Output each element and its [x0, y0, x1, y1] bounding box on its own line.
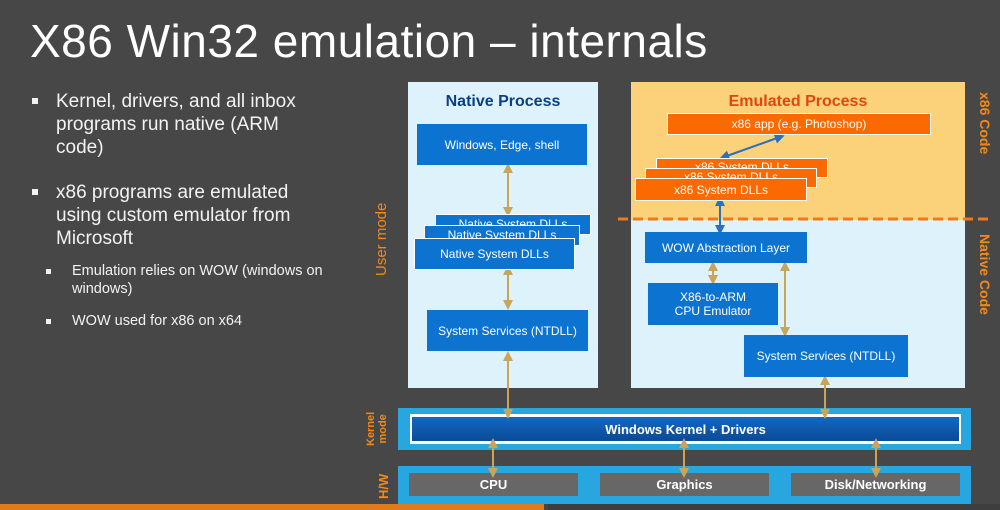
- kernel-mode-label: Kernel mode: [365, 411, 389, 446]
- bottom-track: [548, 504, 1000, 510]
- x86-app-box: x86 app (e.g. Photoshop): [667, 113, 931, 135]
- hw-graphics-box: Graphics: [600, 473, 769, 496]
- bottom-accent-bar: [0, 504, 544, 510]
- user-mode-label: User mode: [373, 202, 390, 276]
- cpu-emulator-box: X86-to-ARM CPU Emulator: [648, 283, 778, 325]
- windows-kernel-box: Windows Kernel + Drivers: [412, 417, 959, 441]
- emulated-process-title: Emulated Process: [728, 93, 868, 110]
- slide-title: X86 Win32 emulation – internals: [30, 15, 708, 67]
- wow-abstraction-layer-box: WOW Abstraction Layer: [645, 232, 807, 263]
- cpu-emulator-line2: CPU Emulator: [674, 304, 752, 318]
- bullet-x86-emulated: x86 programs are emulated using custom e…: [30, 181, 330, 250]
- hw-label: H/W: [376, 473, 391, 499]
- native-code-label: Native Code: [977, 234, 993, 315]
- cpu-emulator-line1: X86-to-ARM: [679, 290, 747, 304]
- native-process-title: Native Process: [445, 93, 561, 110]
- sub-bullet-wow-x64: WOW used for x86 on x64: [30, 312, 330, 330]
- bullet-kernel-native: Kernel, drivers, and all inbox programs …: [30, 90, 330, 159]
- x86-dll-layer-front: x86 System DLLs: [635, 178, 807, 201]
- windows-edge-shell-box: Windows, Edge, shell: [417, 124, 587, 165]
- emulated-system-services-box: System Services (NTDLL): [744, 335, 908, 377]
- bullet-list: Kernel, drivers, and all inbox programs …: [30, 90, 330, 344]
- hw-disk-networking-box: Disk/Networking: [791, 473, 960, 496]
- sub-bullet-wow: Emulation relies on WOW (windows on wind…: [30, 262, 330, 298]
- hw-cpu-box: CPU: [409, 473, 578, 496]
- arrow-app-to-x86-dlls: [719, 133, 785, 161]
- x86-code-label: x86 Code: [977, 92, 993, 155]
- native-system-services-box: System Services (NTDLL): [427, 310, 588, 351]
- native-dll-layer-front: Native System DLLs: [414, 238, 575, 270]
